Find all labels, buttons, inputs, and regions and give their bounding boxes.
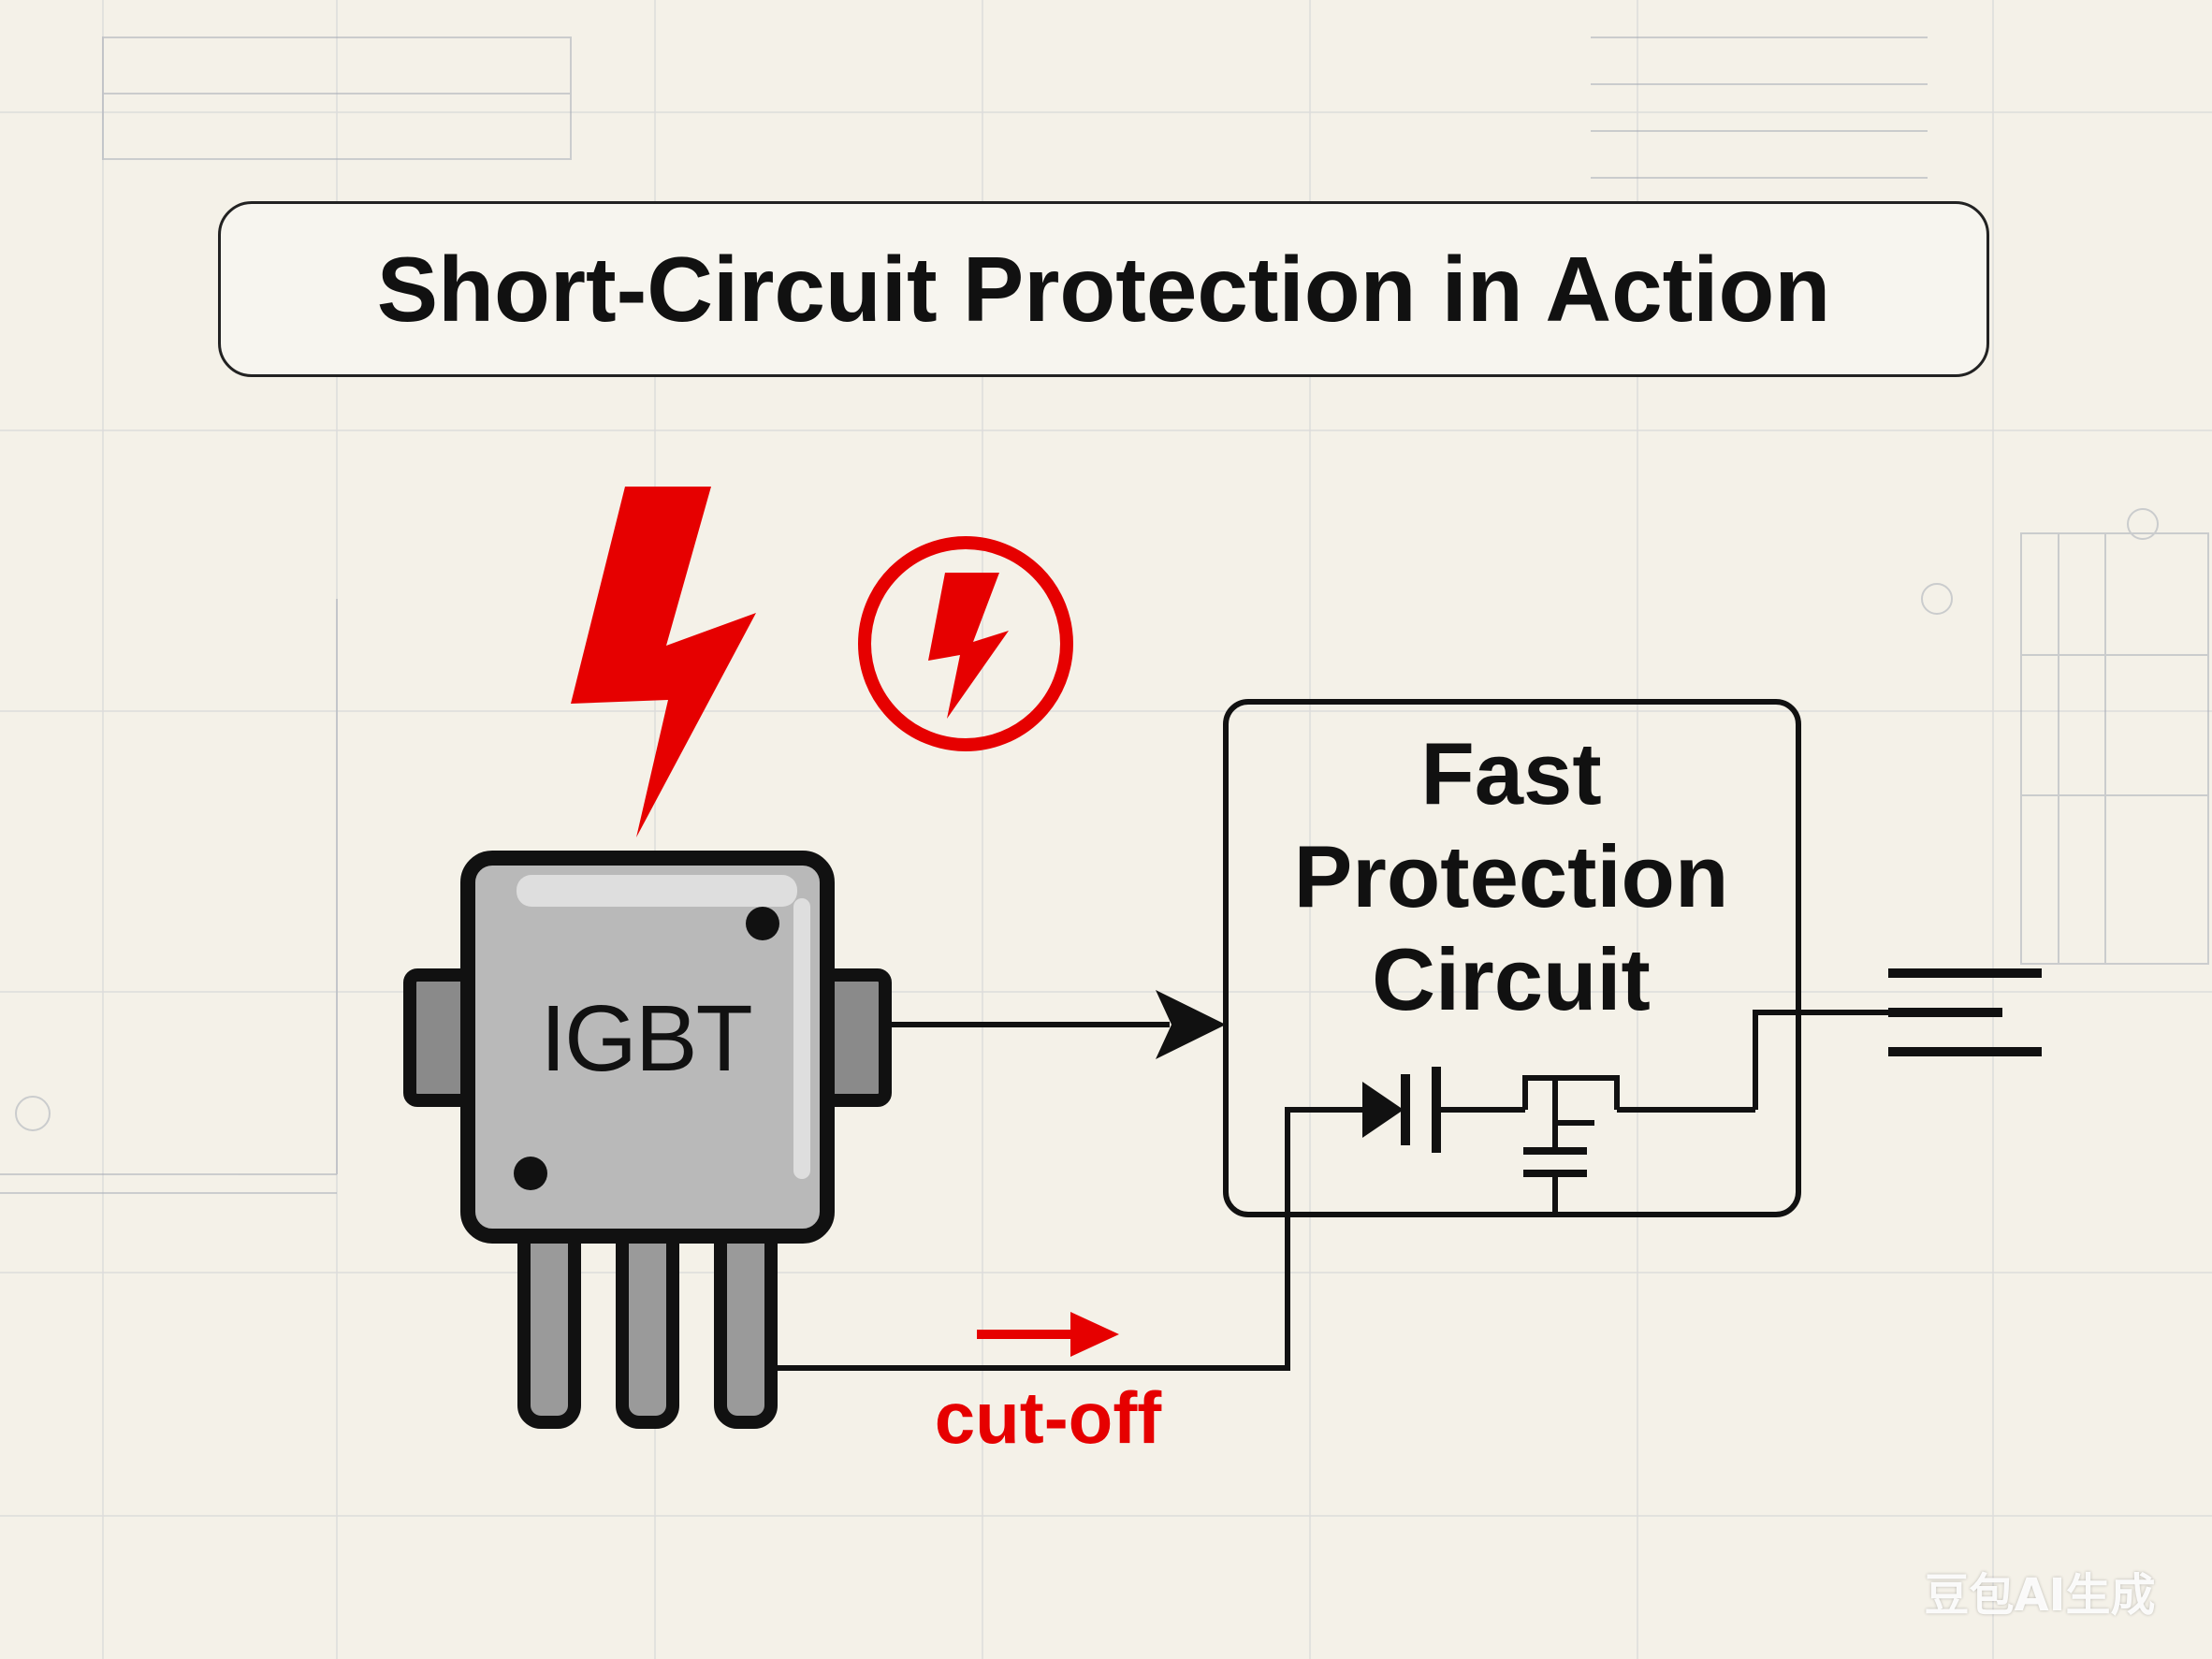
cut-off-arrow xyxy=(977,1312,1119,1357)
protection-circuit-label-line-1: Fast xyxy=(1420,724,1602,822)
diode-icon xyxy=(1362,1067,1525,1153)
watermark-text: 豆包AI生成 xyxy=(1924,1569,2156,1622)
cut-off-label: cut-off xyxy=(934,1376,1162,1459)
protection-circuit-label-line-2: Protection xyxy=(1293,827,1729,925)
igbt-label: IGBT xyxy=(540,985,752,1091)
circled-lightning-icon xyxy=(858,536,1073,751)
diagram-title: Short-Circuit Protection in Action xyxy=(376,237,1831,341)
protection-circuit-box xyxy=(1223,699,1801,1217)
signal-arrow xyxy=(885,990,1226,1059)
background-blueprint-sketch xyxy=(0,36,2209,1194)
igbt-body-highlight xyxy=(517,875,797,907)
igbt-chip xyxy=(403,851,892,1429)
igbt-leg-2 xyxy=(616,1219,679,1429)
ground-icon xyxy=(1888,968,2042,1056)
protection-circuit-label-line-3: Circuit xyxy=(1372,930,1651,1028)
lightning-bolt-icon xyxy=(571,487,756,837)
igbt-mount-hole-bottom xyxy=(514,1157,547,1190)
protection-circuit-label: Fast Protection Circuit xyxy=(1226,722,1797,1031)
igbt-leg-3 xyxy=(714,1219,778,1429)
transistor-symbol-icon xyxy=(1522,1010,1798,1151)
feedback-wire xyxy=(771,1107,1362,1371)
igbt-leg-1 xyxy=(517,1219,581,1429)
title-box: Short-Circuit Protection in Action xyxy=(218,201,1989,377)
igbt-body xyxy=(460,851,835,1244)
igbt-body-highlight-side xyxy=(793,898,810,1179)
igbt-mount-hole-top xyxy=(746,907,779,940)
capacitor-icon xyxy=(1523,1147,1587,1215)
